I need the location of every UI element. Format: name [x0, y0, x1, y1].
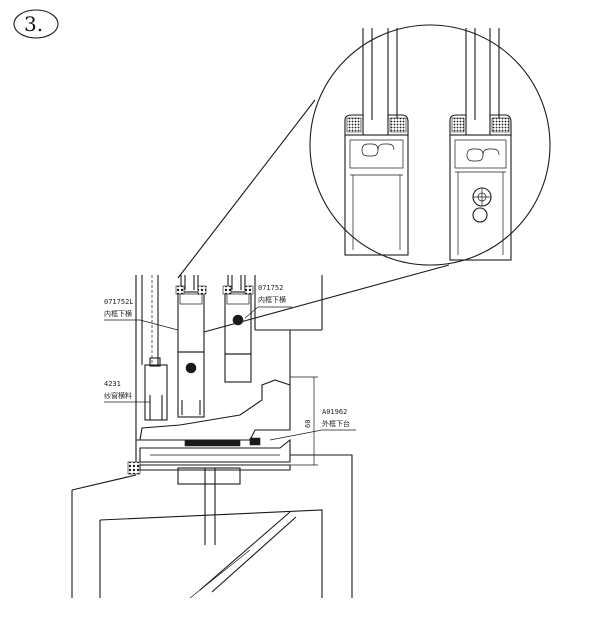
sill-section: 60	[71, 275, 353, 599]
step-number: 3.	[24, 12, 43, 36]
label-A01962-name: 外框下台	[322, 419, 350, 428]
callout-4231: 4231 纱窗横料	[104, 380, 150, 403]
label-A01962-code: A01962	[322, 408, 347, 416]
label-071752-code: 071752	[258, 284, 283, 292]
right-gasket	[449, 114, 512, 136]
label-071752-name: 内框下横	[258, 295, 286, 304]
dimension-60-label: 60	[304, 420, 312, 428]
step-badge: 3.	[13, 9, 59, 39]
left-gasket	[344, 114, 409, 136]
detail-magnified-view	[177, 24, 551, 333]
label-4231-name: 纱窗横料	[104, 391, 132, 400]
left-sash-profile	[344, 134, 409, 256]
callout-A01962: A01962 外框下台	[269, 408, 356, 441]
callout-071752L: 071752L 内框下横	[104, 298, 179, 331]
callout-071752: 071752 内框下横	[244, 284, 292, 319]
label-071752L-code: 071752L	[104, 298, 134, 306]
right-sash-profile	[449, 134, 512, 261]
dimension-60: 60	[290, 376, 318, 466]
label-4231-code: 4231	[104, 380, 121, 388]
label-071752L-name: 内框下横	[104, 309, 132, 318]
